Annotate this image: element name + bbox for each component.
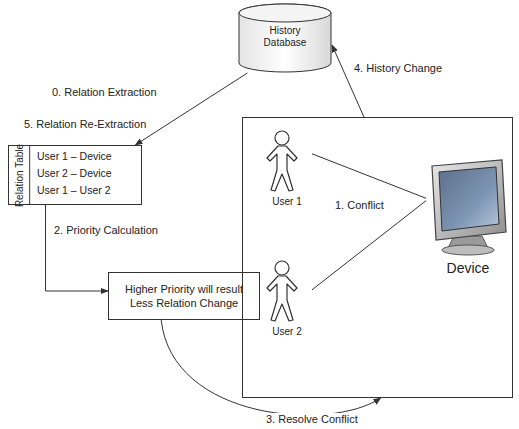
database-label: History Database bbox=[238, 25, 332, 49]
connector bbox=[312, 201, 426, 290]
edge-label: 3. Resolve Conflict bbox=[264, 413, 360, 425]
table-row: User 2 – Device bbox=[37, 167, 112, 179]
edge-label: 4. History Change bbox=[352, 62, 444, 74]
edge-label: 2. Priority Calculation bbox=[52, 224, 160, 236]
scene-frame: User 1 User 2 Device bbox=[242, 117, 513, 398]
step-label: 5. Relation Re-Extraction bbox=[22, 118, 148, 130]
priority-text: Higher Priority will result Less Relatio… bbox=[110, 282, 258, 310]
connector bbox=[46, 205, 108, 291]
priority-box: Higher Priority will result Less Relatio… bbox=[108, 272, 260, 320]
device-node: Device bbox=[426, 158, 510, 280]
user-label: User 2 bbox=[262, 326, 312, 337]
relation-table: Relation Table User 1 – DeviceUser 2 – De… bbox=[8, 145, 142, 205]
table-title: Relation Table bbox=[14, 143, 25, 208]
user-figure: User 2 bbox=[262, 258, 312, 344]
user-figure: User 1 bbox=[262, 128, 312, 214]
edge-label: 1. Conflict bbox=[333, 199, 386, 211]
edge-label: 0. Relation Extraction bbox=[50, 86, 159, 98]
connector bbox=[161, 320, 381, 415]
database-node: History Database bbox=[238, 3, 332, 73]
user-label: User 1 bbox=[262, 196, 312, 207]
connector bbox=[332, 45, 364, 117]
device-label: Device bbox=[426, 260, 510, 276]
connector bbox=[135, 73, 247, 145]
table-row: User 1 – User 2 bbox=[37, 184, 111, 196]
table-row: User 1 – Device bbox=[37, 150, 112, 162]
connector bbox=[312, 154, 426, 198]
